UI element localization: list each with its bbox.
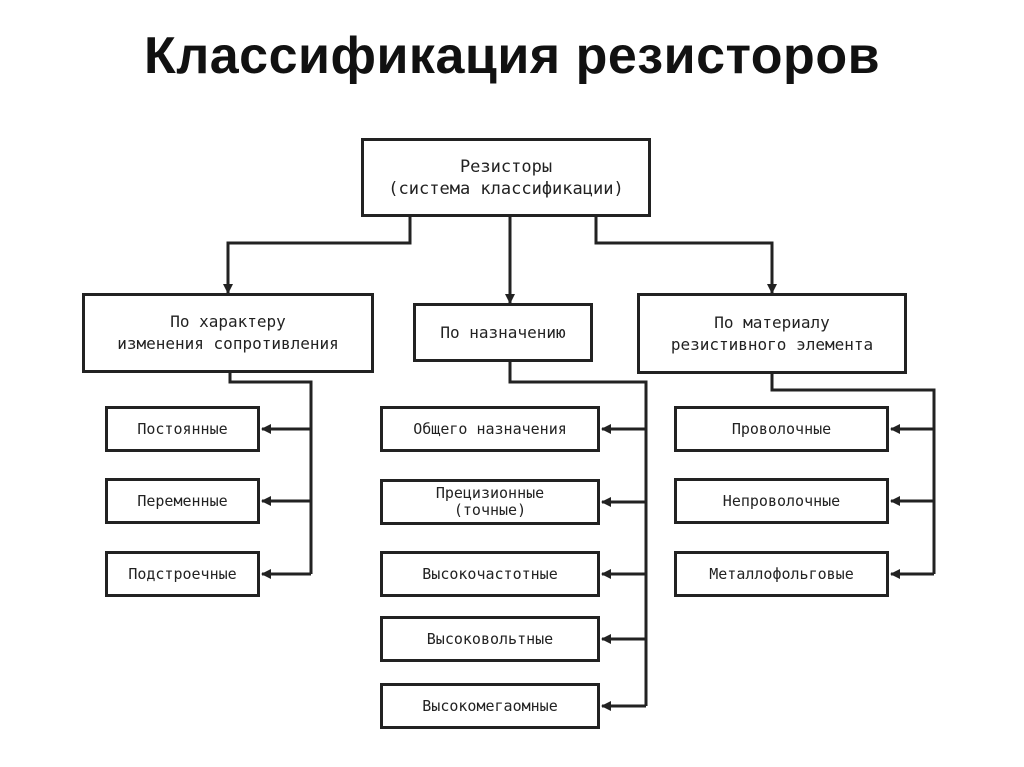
item-precision: Прецизионные (точные): [380, 479, 600, 525]
item-general-purpose: Общего назначения: [380, 406, 600, 452]
item-high-megohm: Высокомегаомные: [380, 683, 600, 729]
item-wire: Проволочные: [674, 406, 889, 452]
root-box: Резисторы (система классификации): [361, 138, 651, 217]
item-high-voltage: Высоковольтные: [380, 616, 600, 662]
root-to-left-arrow: [223, 217, 412, 294]
right-branch-bus: [770, 374, 936, 574]
middle-branch-bus: [508, 362, 648, 706]
left-branch-bus: [228, 372, 313, 574]
item-high-frequency: Высокочастотные: [380, 551, 600, 597]
item-variable: Переменные: [105, 478, 260, 524]
item-non-wire: Непроволочные: [674, 478, 889, 524]
item-trimmer: Подстроечные: [105, 551, 260, 597]
slide-title: Классификация резисторов: [143, 27, 881, 85]
category-purpose: По назначению: [413, 303, 593, 362]
item-metal-foil: Металлофольговые: [674, 551, 889, 597]
category-material: По материалу резистивного элемента: [637, 293, 907, 374]
item-constant: Постоянные: [105, 406, 260, 452]
category-resistance-change: По характеру изменения сопротивления: [82, 293, 374, 373]
root-to-right-arrow: [594, 217, 777, 294]
